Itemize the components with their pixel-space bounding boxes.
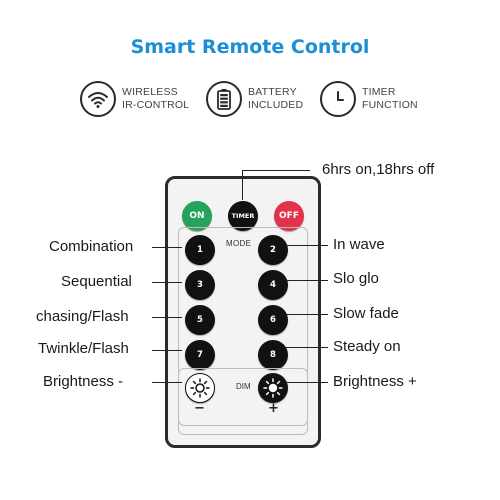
feature-line1: WIRELESS xyxy=(122,86,178,98)
dim-label: DIM xyxy=(236,382,251,391)
callout-button-3: Sequential xyxy=(61,273,132,290)
mode-button-6[interactable]: 6 xyxy=(258,305,288,335)
feature-line2: FUNCTION xyxy=(362,99,418,111)
timer-button[interactable]: TIMER xyxy=(228,201,258,231)
callout-button-6: Slow fade xyxy=(333,305,399,322)
callout-button-2: In wave xyxy=(333,236,385,253)
minus-sign: − xyxy=(194,401,205,416)
callout-dim-plus: Brightness + xyxy=(333,373,417,390)
callout-line xyxy=(286,347,328,348)
feature-line1: TIMER xyxy=(362,86,396,98)
callout-line xyxy=(152,317,182,318)
callout-line xyxy=(152,382,182,383)
off-button[interactable]: OFF xyxy=(274,201,304,231)
sun-filled-icon xyxy=(263,378,283,398)
mode-button-4[interactable]: 4 xyxy=(258,270,288,300)
clock-icon xyxy=(320,81,356,117)
callout-line xyxy=(242,170,243,200)
mode-button-5[interactable]: 5 xyxy=(185,305,215,335)
feature-line2: INCLUDED xyxy=(248,99,304,111)
plus-sign: + xyxy=(268,401,279,416)
on-button[interactable]: ON xyxy=(182,201,212,231)
feature-line1: BATTERY xyxy=(248,86,297,98)
callout-line xyxy=(286,280,328,281)
feature-timer: TIMER FUNCTION xyxy=(320,78,418,120)
callout-button-1: Combination xyxy=(49,238,134,255)
mode-button-1[interactable]: 1 xyxy=(185,235,215,265)
callout-line xyxy=(152,350,182,351)
callout-line xyxy=(286,382,328,383)
callout-button-8: Steady on xyxy=(333,338,401,355)
battery-icon xyxy=(206,81,242,117)
sun-outline-icon xyxy=(190,378,210,398)
mode-button-2[interactable]: 2 xyxy=(258,235,288,265)
wireless-icon xyxy=(80,81,116,117)
feature-line2: IR-CONTROL xyxy=(122,99,190,111)
callout-dim-minus: Brightness - xyxy=(43,373,124,390)
callout-button-7: Twinkle/Flash xyxy=(38,340,129,357)
feature-battery: BATTERY INCLUDED xyxy=(206,78,303,120)
dim-panel xyxy=(178,368,308,426)
mode-panel xyxy=(178,227,308,435)
callout-line xyxy=(286,314,328,315)
callout-line xyxy=(152,282,182,283)
callout-line xyxy=(242,170,310,171)
callout-timer: 6hrs on,18hrs off xyxy=(322,161,435,178)
feature-wireless: WIRELESS IR-CONTROL xyxy=(80,78,189,120)
mode-button-8[interactable]: 8 xyxy=(258,340,288,370)
mode-button-3[interactable]: 3 xyxy=(185,270,215,300)
page-title: Smart Remote Control xyxy=(130,36,370,58)
brightness-up-button[interactable] xyxy=(258,373,288,403)
callout-line xyxy=(286,245,328,246)
remote-control: ON TIMER OFF MODE 1 2 3 4 5 6 7 8 xyxy=(165,176,321,448)
mode-label: MODE xyxy=(226,239,252,248)
mode-button-7[interactable]: 7 xyxy=(185,340,215,370)
callout-button-4: Slo glo xyxy=(333,270,379,287)
brightness-down-button[interactable] xyxy=(185,373,215,403)
callout-line xyxy=(152,247,182,248)
callout-button-5: chasing/Flash xyxy=(36,308,129,325)
